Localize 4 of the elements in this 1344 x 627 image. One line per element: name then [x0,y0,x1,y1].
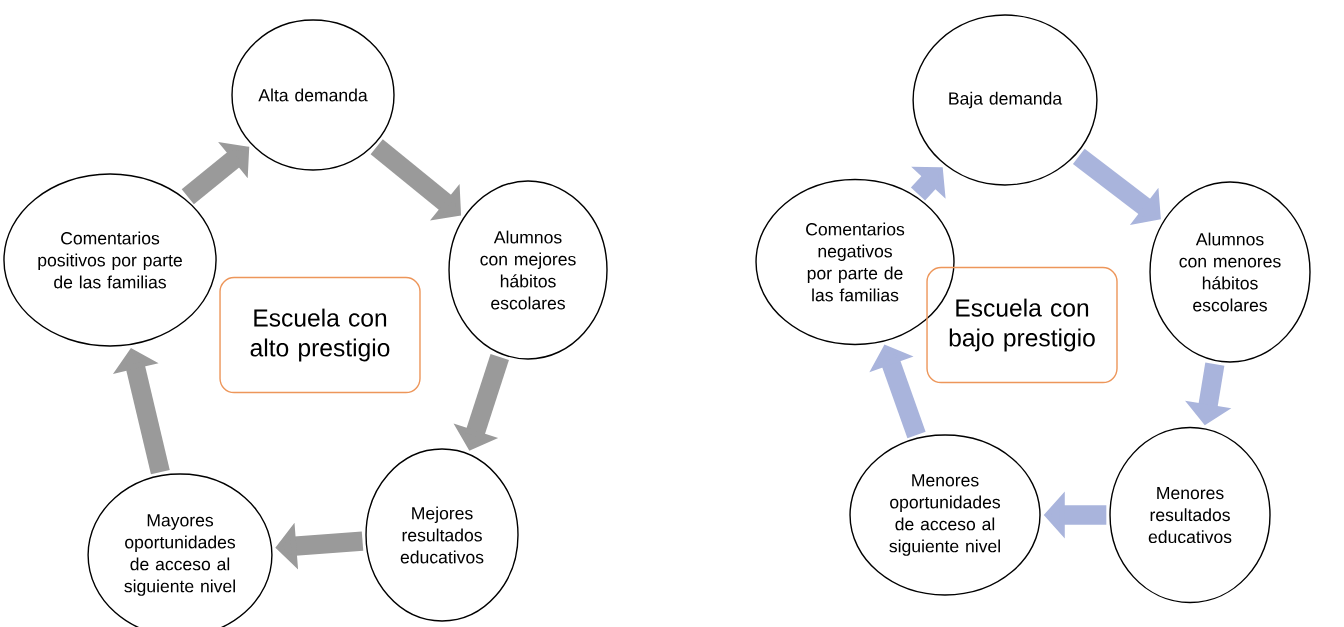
block-arrow [112,348,170,475]
title-box: Escuela con alto prestigio [219,276,421,394]
title-box: Escuela con bajo prestigio [926,266,1118,384]
block-arrow [181,141,250,205]
